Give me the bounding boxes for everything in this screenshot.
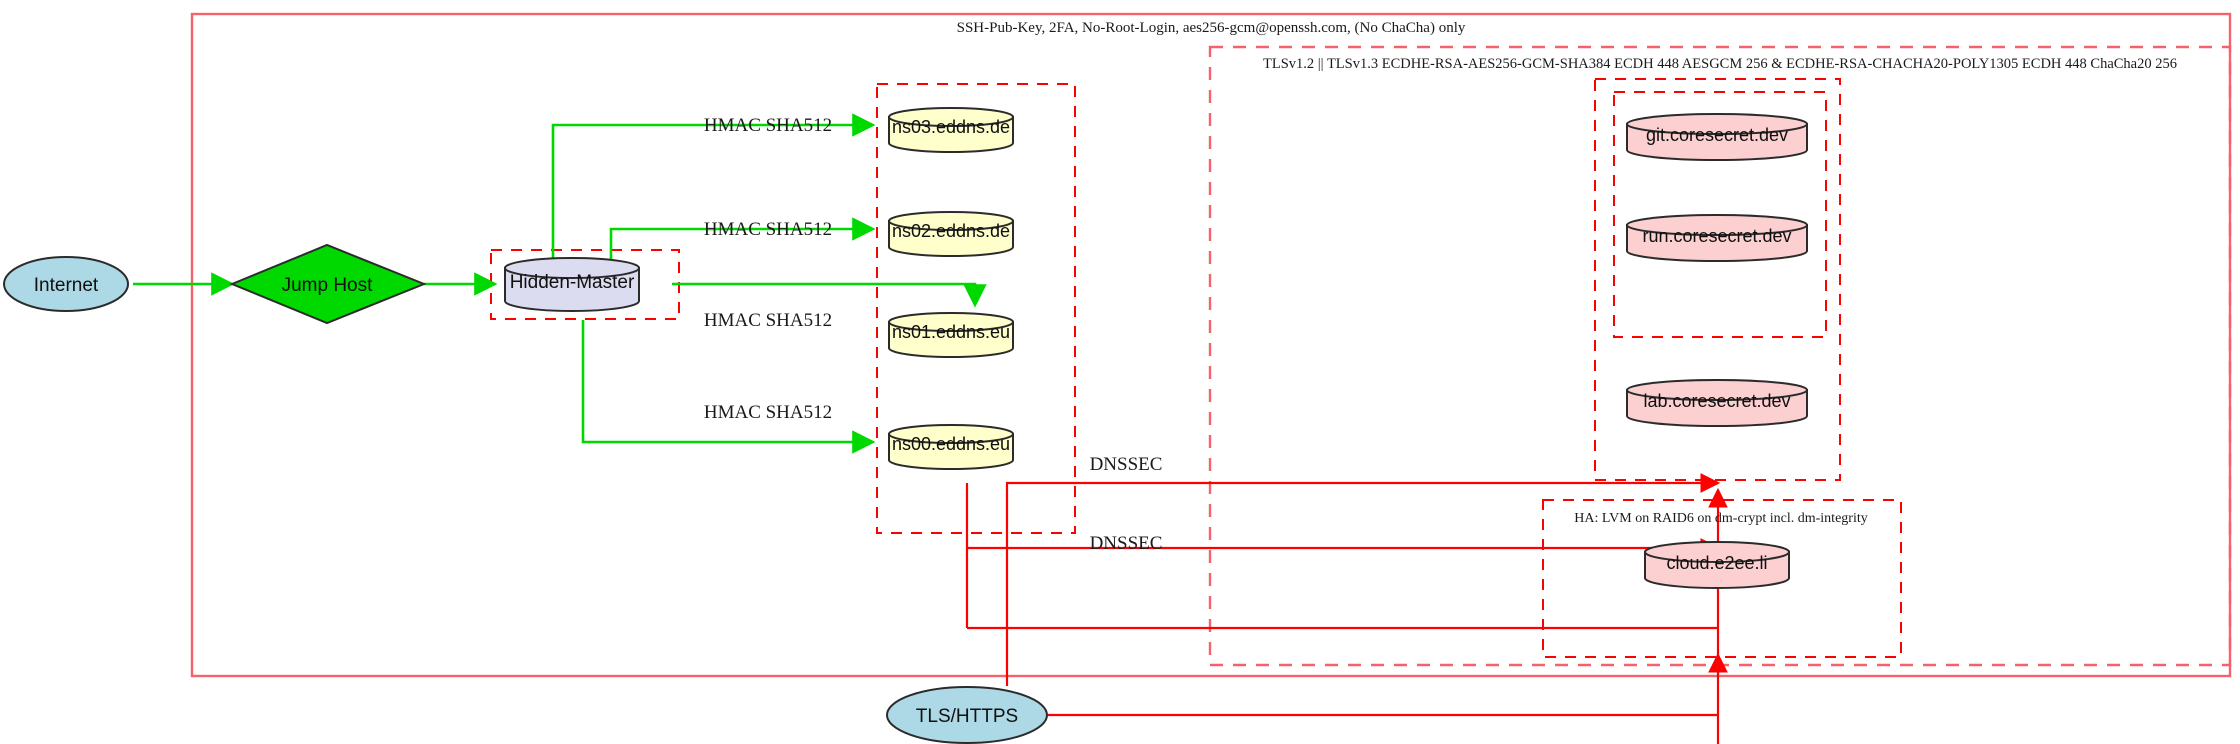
edge-label-hmac-ns01: HMAC SHA512 bbox=[704, 310, 832, 331]
node-jump-host[interactable]: Jump Host bbox=[229, 243, 427, 325]
node-internet-label: Internet bbox=[34, 275, 99, 296]
cluster-coresecret-inner bbox=[1613, 91, 1827, 338]
edge-hiddenmaster-to-ns01 bbox=[672, 282, 987, 308]
node-ns00-label: ns00.eddns.eu bbox=[892, 434, 1010, 454]
node-ns01[interactable]: ns01.eddns.eu bbox=[888, 312, 1014, 358]
node-tls-https[interactable]: TLS/HTTPS bbox=[886, 686, 1048, 744]
edge-hiddenmaster-to-ns03 bbox=[551, 113, 876, 268]
node-lab-coresecret[interactable]: lab.coresecret.dev bbox=[1626, 379, 1808, 427]
node-run-coresecret-label: run.coresecret.dev bbox=[1642, 226, 1791, 246]
node-hidden-master-label: Hidden-Master bbox=[510, 272, 635, 293]
label-ha-storage: HA: LVM on RAID6 on dm-crypt incl. dm-in… bbox=[1574, 511, 1867, 526]
edge-label-hmac-ns02: HMAC SHA512 bbox=[704, 219, 832, 240]
edge-dnssec-lower bbox=[965, 538, 1721, 628]
node-cloud-e2ee[interactable]: cloud.e2ee.li bbox=[1644, 541, 1790, 589]
node-tls-https-label: TLS/HTTPS bbox=[916, 706, 1018, 727]
node-ns03-label: ns03.eddns.de bbox=[892, 117, 1010, 137]
node-ns01-label: ns01.eddns.eu bbox=[892, 322, 1010, 342]
node-ns00[interactable]: ns00.eddns.eu bbox=[888, 424, 1014, 470]
edge-label-dnssec-lower: DNSSEC bbox=[1090, 533, 1163, 554]
cluster-dns-servers bbox=[876, 83, 1076, 534]
node-cloud-e2ee-label: cloud.e2ee.li bbox=[1666, 553, 1767, 573]
node-ns03[interactable]: ns03.eddns.de bbox=[888, 107, 1014, 153]
node-ns02[interactable]: ns02.eddns.de bbox=[888, 211, 1014, 257]
node-git-coresecret-label: git.coresecret.dev bbox=[1646, 125, 1788, 145]
edge-label-hmac-ns00: HMAC SHA512 bbox=[704, 402, 832, 423]
edge-hiddenmaster-to-ns02 bbox=[609, 217, 876, 268]
label-tls-ciphers: TLSv1.2 || TLSv1.3 ECDHE-RSA-AES256-GCM-… bbox=[1263, 56, 2177, 72]
node-jump-host-label: Jump Host bbox=[282, 275, 374, 296]
node-run-coresecret[interactable]: run.coresecret.dev bbox=[1626, 214, 1808, 262]
node-internet[interactable]: Internet bbox=[3, 256, 129, 312]
edge-dnssec-upper bbox=[1005, 473, 1721, 686]
node-hidden-master[interactable]: Hidden-Master bbox=[504, 257, 640, 312]
node-lab-coresecret-label: lab.coresecret.dev bbox=[1643, 391, 1790, 411]
node-ns02-label: ns02.eddns.de bbox=[892, 221, 1010, 241]
node-git-coresecret[interactable]: git.coresecret.dev bbox=[1626, 113, 1808, 161]
edge-label-hmac-ns03: HMAC SHA512 bbox=[704, 115, 832, 136]
label-ssh-policy: SSH-Pub-Key, 2FA, No-Root-Login, aes256-… bbox=[957, 20, 1466, 36]
edge-label-dnssec-upper: DNSSEC bbox=[1090, 454, 1163, 475]
edge-hiddenmaster-to-ns00 bbox=[581, 320, 876, 454]
